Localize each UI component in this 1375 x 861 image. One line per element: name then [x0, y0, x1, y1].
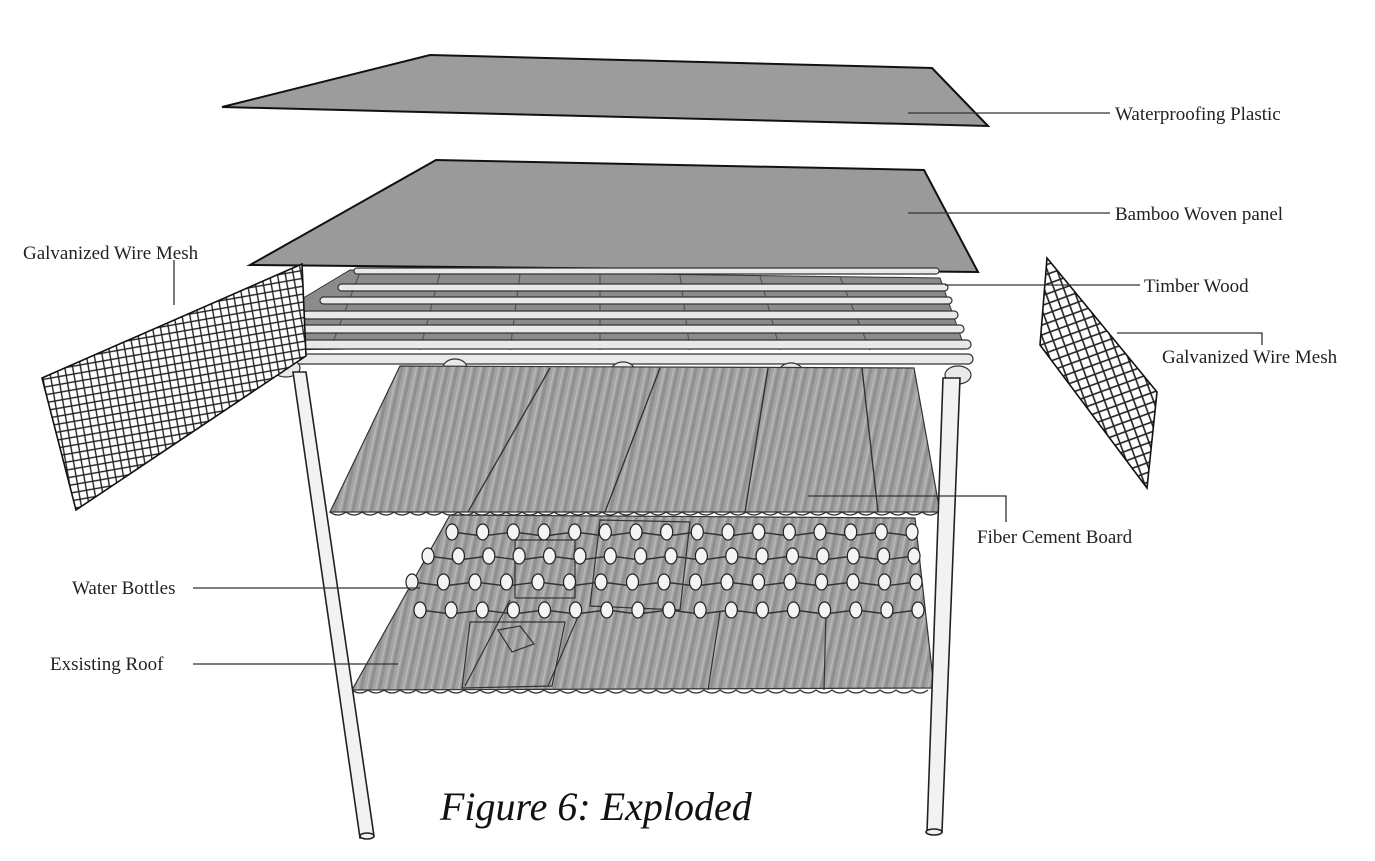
water-bottle	[482, 547, 496, 565]
water-bottle	[568, 601, 583, 619]
water-bottle	[512, 547, 526, 565]
water-bottle	[436, 573, 451, 591]
water-bottle	[909, 573, 923, 591]
water-bottle	[573, 547, 587, 565]
water-bottle	[846, 573, 860, 591]
label-existing-roof: Exsisting Roof	[50, 654, 164, 675]
water-bottle	[468, 573, 482, 591]
wire-mesh-right	[1039, 255, 1158, 491]
water-bottle	[451, 547, 465, 565]
figure-caption: Figure 6: Exploded	[439, 784, 753, 829]
water-bottle	[531, 573, 545, 591]
water-bottle	[907, 547, 921, 565]
water-bottle	[911, 601, 925, 619]
wire-mesh-left	[41, 262, 307, 512]
label-bamboo-woven-panel: Bamboo Woven panel	[1115, 204, 1283, 225]
timber-wood-rods	[259, 267, 974, 385]
waterproofing-plastic-sheet	[221, 53, 991, 128]
water-bottle	[506, 523, 520, 541]
water-bottle	[562, 573, 577, 591]
water-bottle	[752, 523, 766, 541]
water-bottle	[598, 523, 612, 541]
water-bottle	[662, 601, 676, 619]
water-bottle	[594, 573, 608, 591]
water-bottle	[817, 601, 832, 619]
water-bottle	[814, 573, 829, 591]
water-bottle	[874, 523, 888, 541]
water-bottle	[499, 573, 514, 591]
water-bottle	[785, 547, 800, 565]
water-bottle	[633, 547, 648, 565]
label-fiber-cement-board: Fiber Cement Board	[977, 527, 1133, 548]
water-bottle	[444, 601, 458, 619]
label-timber-wood: Timber Wood	[1144, 276, 1249, 297]
label-waterproofing-plastic: Waterproofing Plastic	[1115, 104, 1281, 125]
water-bottle	[755, 547, 769, 565]
water-bottle	[664, 547, 678, 565]
water-bottle	[421, 547, 435, 565]
water-bottle	[755, 601, 770, 619]
water-bottle	[603, 547, 617, 565]
water-bottle	[413, 601, 427, 619]
water-bottle	[813, 523, 827, 541]
water-bottle	[877, 573, 892, 591]
water-bottle	[405, 573, 419, 591]
water-bottle	[721, 523, 735, 541]
support-poles	[292, 371, 961, 840]
water-bottle	[475, 601, 489, 619]
bamboo-woven-panel-sheet	[246, 158, 980, 274]
water-bottle	[783, 573, 797, 591]
water-bottle	[816, 547, 830, 565]
water-bottle	[693, 601, 707, 619]
water-bottle	[720, 573, 734, 591]
water-bottle	[782, 523, 796, 541]
water-bottle	[849, 601, 863, 619]
water-bottle	[725, 547, 739, 565]
water-bottle	[660, 523, 674, 541]
water-bottle	[506, 601, 521, 619]
water-bottles	[405, 523, 925, 619]
water-bottle	[846, 547, 860, 565]
water-bottle	[751, 573, 766, 591]
water-bottle	[657, 573, 671, 591]
water-bottle	[694, 547, 709, 565]
water-bottle	[844, 523, 858, 541]
water-bottle	[786, 601, 801, 619]
water-bottle	[476, 523, 490, 541]
water-bottle	[880, 601, 894, 619]
water-bottle	[724, 601, 738, 619]
water-bottle	[625, 573, 640, 591]
water-bottle	[688, 573, 703, 591]
water-bottle	[600, 601, 614, 619]
timber-grid	[279, 269, 963, 351]
water-bottle	[631, 601, 645, 619]
water-bottle	[537, 601, 552, 619]
water-bottle	[537, 523, 551, 541]
water-bottle	[876, 547, 891, 565]
water-bottle	[905, 523, 919, 541]
water-bottle	[542, 547, 557, 565]
label-wire-mesh-left: Galvanized Wire Mesh	[23, 243, 199, 264]
label-water-bottles: Water Bottles	[72, 578, 175, 599]
water-bottle	[445, 523, 459, 541]
leader-lines	[173, 112, 1263, 665]
label-wire-mesh-right: Galvanized Wire Mesh	[1162, 347, 1338, 368]
existing-roof	[350, 514, 935, 694]
water-bottle	[629, 523, 643, 541]
water-bottle	[568, 523, 582, 541]
water-bottle	[690, 523, 704, 541]
fiber-cement-board	[329, 365, 941, 516]
